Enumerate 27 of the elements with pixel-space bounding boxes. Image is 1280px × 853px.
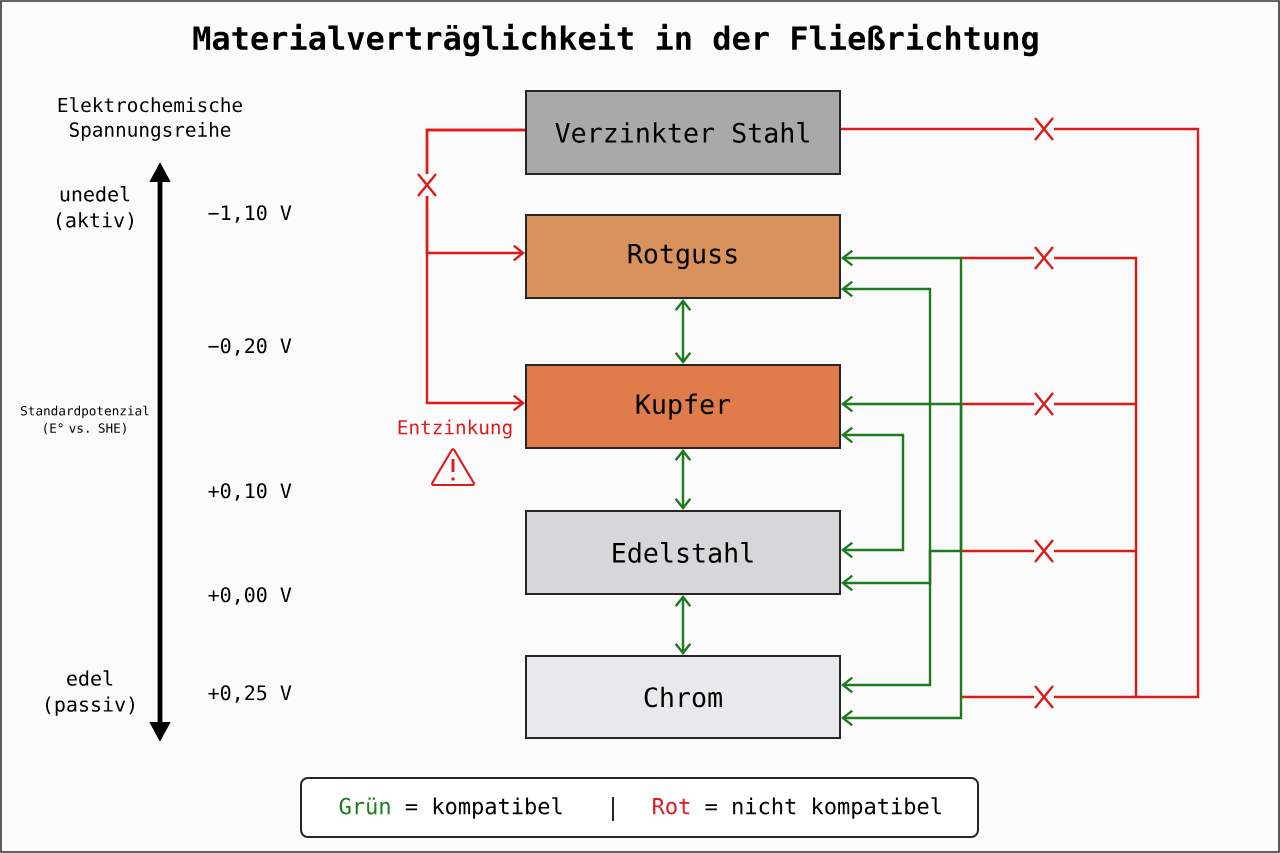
- voltage-label: +0,00 V: [208, 587, 292, 605]
- title: Materialverträglichkeit in der Fließrichtung: [193, 23, 1038, 57]
- warning-label: Entzinkung: [398, 419, 512, 439]
- voltage-label: −0,20 V: [208, 338, 292, 356]
- material-box: Chrom: [525, 655, 841, 739]
- material-box: Rotguss: [525, 214, 841, 299]
- connector-line: [839, 127, 1200, 699]
- double-arrow: [841, 249, 963, 727]
- double-arrow: [841, 280, 932, 694]
- axis-title: Elektrochemische Spannungsreihe: [58, 97, 242, 141]
- axis-end-label: edel (passiv): [46, 670, 134, 716]
- double-arrow: [674, 595, 692, 655]
- axis-label: Standardpotenzial (E° vs. SHE): [21, 405, 149, 435]
- axis-end-label: unedel (aktiv): [57, 186, 133, 230]
- material-box: Kupfer: [525, 364, 841, 449]
- voltage-label: +0,10 V: [208, 483, 292, 501]
- voltage-label: −1,10 V: [208, 205, 292, 223]
- material-box: Verzinkter Stahl: [525, 90, 841, 175]
- material-box: Edelstahl: [525, 510, 841, 595]
- voltage-label: +0,25 V: [208, 685, 292, 703]
- double-arrow: [674, 299, 692, 364]
- legend-entry: Grün = kompatibel: [339, 797, 562, 819]
- double-arrow: [841, 426, 905, 559]
- double-arrow: [841, 395, 963, 592]
- double-arrow: [674, 449, 692, 510]
- legend-entry: Rot = nicht kompatibel: [653, 797, 941, 819]
- arrow: [425, 128, 525, 412]
